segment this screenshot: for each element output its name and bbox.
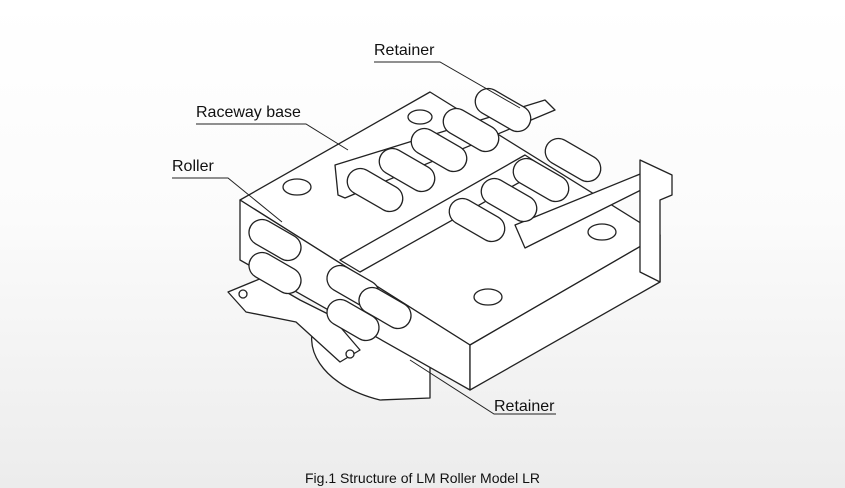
roller	[248, 251, 302, 295]
roller	[248, 218, 302, 262]
base-hole-right	[587, 223, 617, 241]
roller	[378, 147, 436, 193]
leader-raceway-base	[196, 123, 349, 151]
label-retainer-top: Retainer	[374, 42, 435, 59]
leader-retainer-bottom	[409, 359, 556, 415]
figure-caption: Fig.1 Structure of LM Roller Model LR	[305, 470, 540, 486]
lower-roller-row	[248, 218, 412, 342]
flap-hole-right	[345, 349, 355, 359]
leader-roller	[172, 177, 283, 223]
roller	[442, 107, 500, 153]
flap-hole-left	[238, 289, 248, 299]
upper-roller-row	[346, 87, 602, 243]
base-hole-front	[473, 288, 503, 306]
roller	[410, 127, 468, 173]
label-raceway-base: Raceway base	[196, 104, 301, 121]
right-end-cap	[639, 159, 673, 283]
roller	[326, 298, 380, 342]
roller	[544, 137, 602, 183]
roller	[358, 286, 412, 330]
roller	[474, 87, 532, 133]
roller	[448, 197, 506, 243]
label-roller: Roller	[172, 158, 214, 175]
roller	[480, 177, 538, 223]
leader-retainer-top	[374, 61, 521, 109]
roller	[512, 157, 570, 203]
base-hole-top	[407, 109, 433, 125]
roller	[346, 167, 404, 213]
label-retainer-bottom: Retainer	[494, 398, 555, 415]
base-hole-left	[282, 178, 312, 196]
